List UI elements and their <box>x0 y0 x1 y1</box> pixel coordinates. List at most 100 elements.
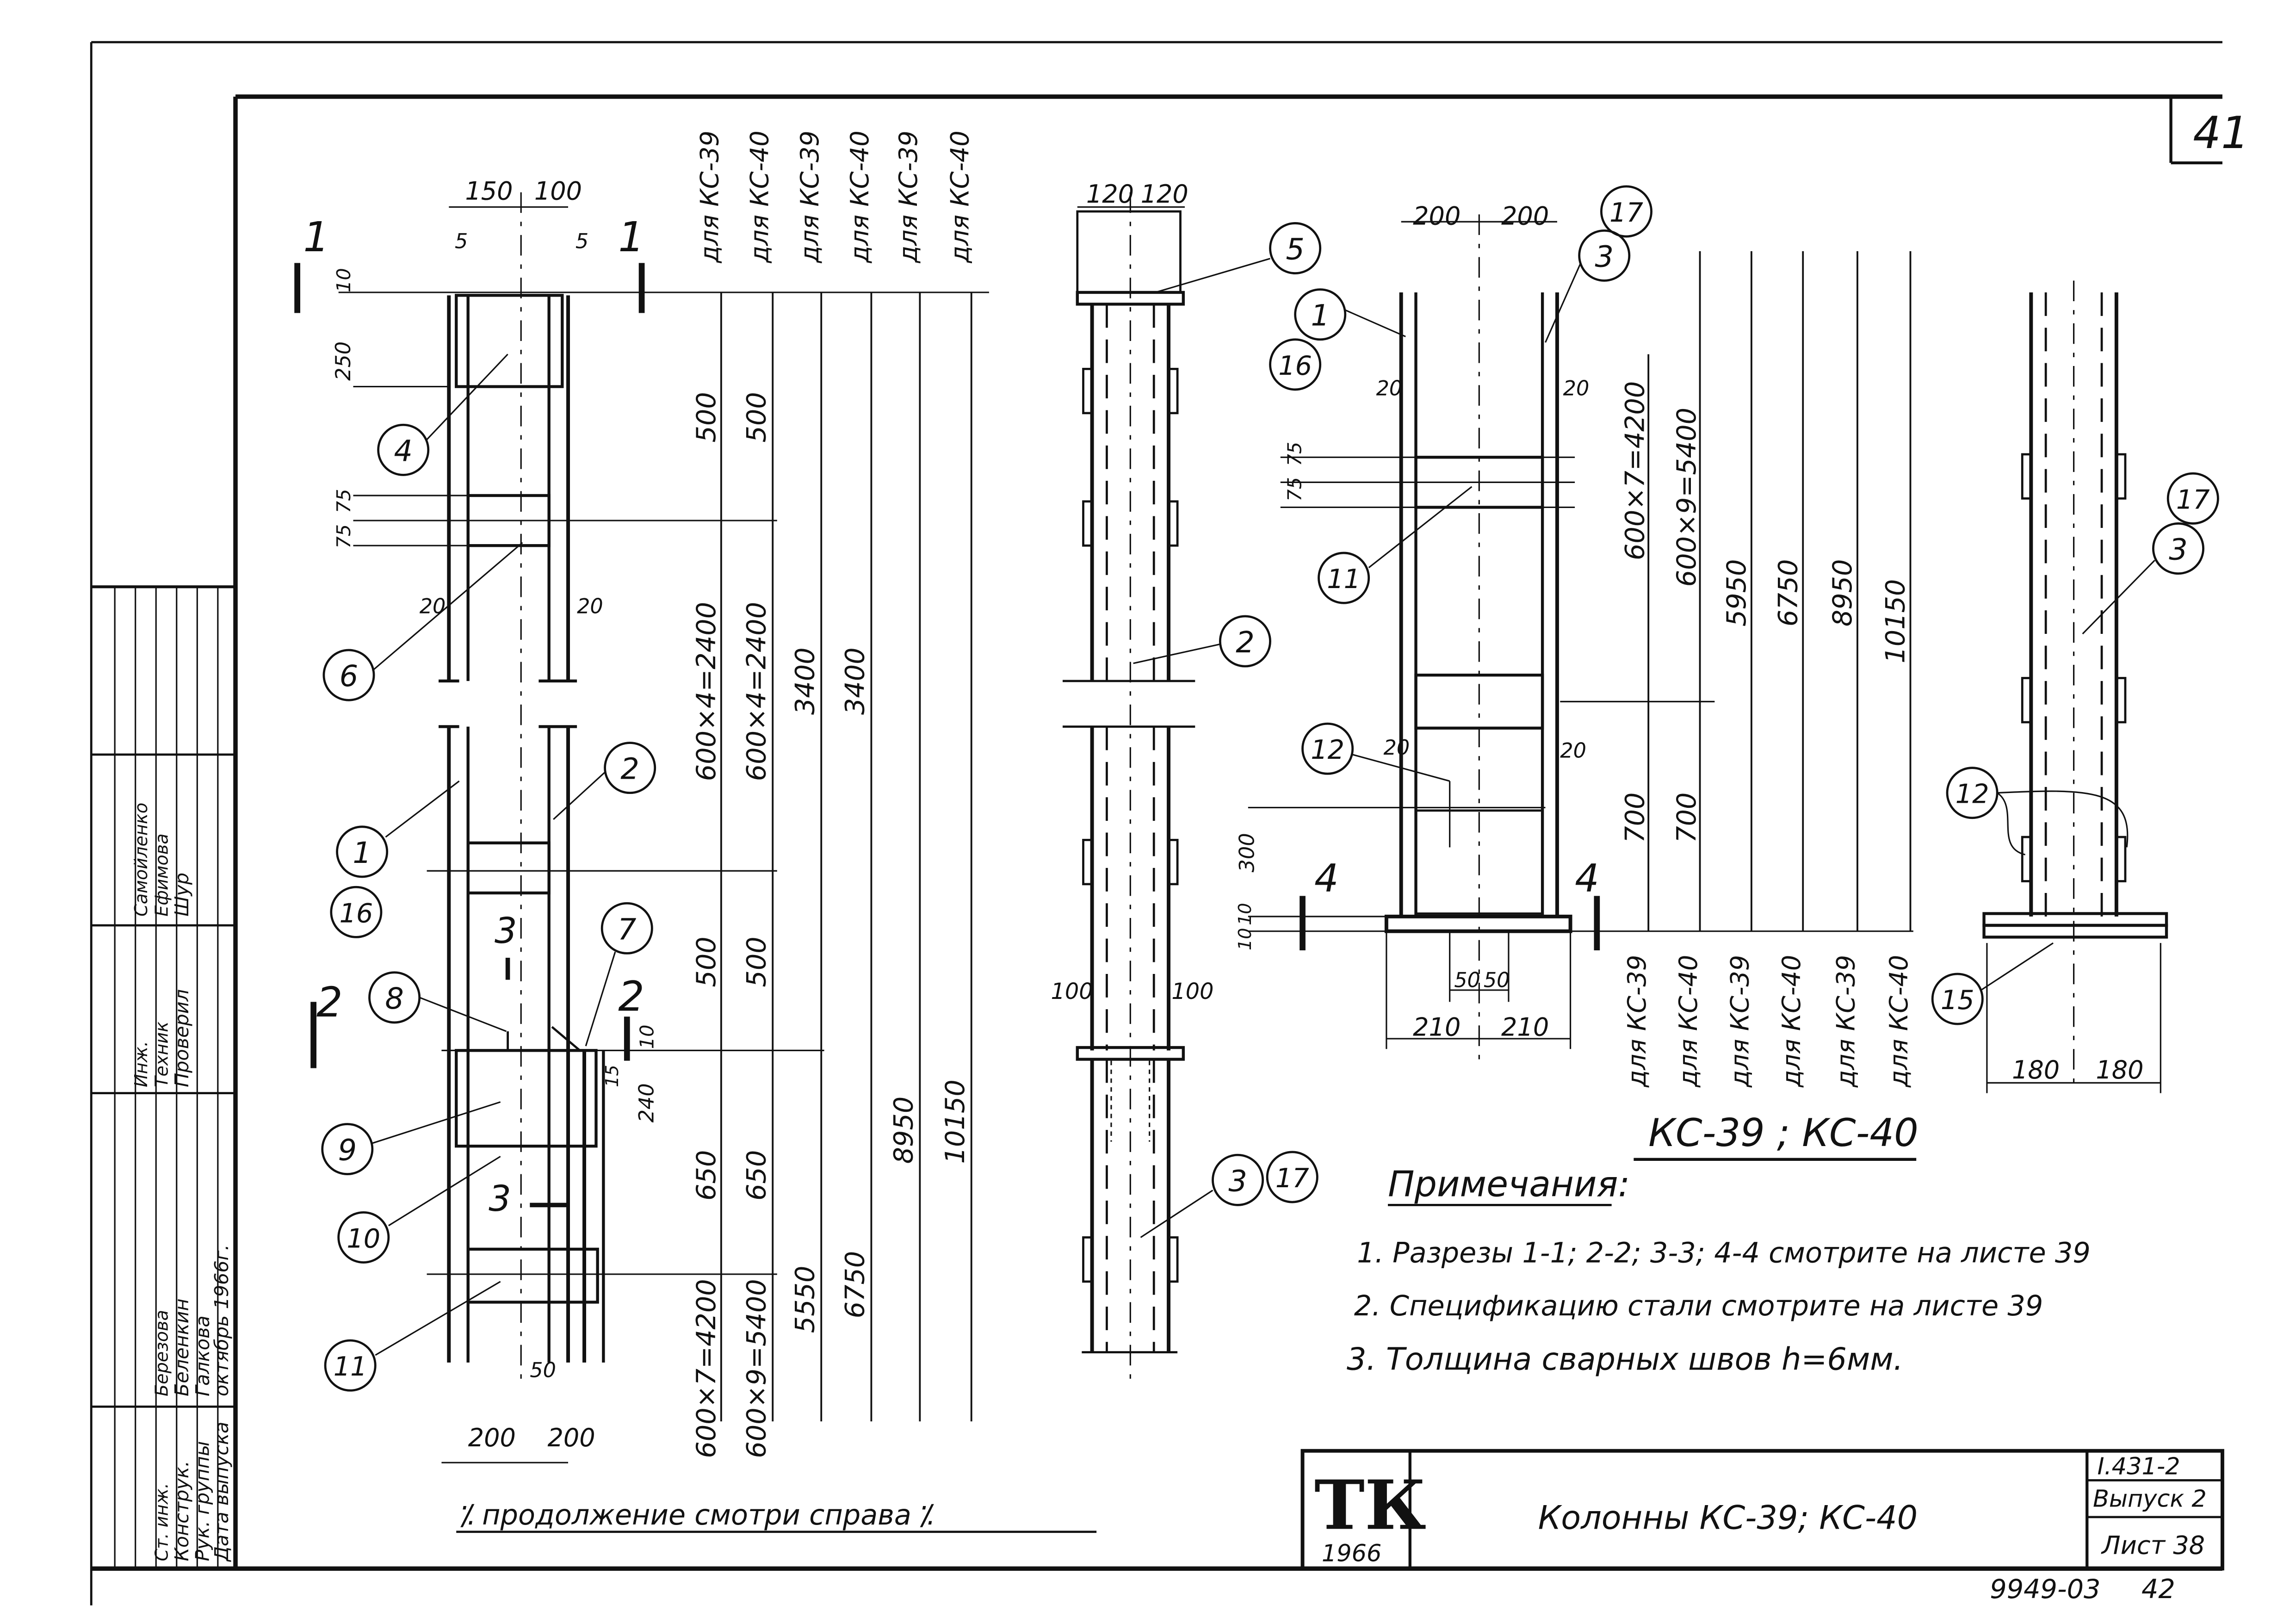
signoff-role-1: Дата выпуска <box>210 1422 233 1562</box>
col-left-3-v1: 3400 <box>789 647 820 715</box>
signoff-name-3: Беленкин <box>171 1298 193 1396</box>
col-right-3-v1: 5950 <box>1721 559 1752 626</box>
col-left-header-1: для КС-39 <box>695 130 724 263</box>
dim-right-s1: 20 <box>1376 377 1403 401</box>
col-left-1-v5: 600×7=4200 <box>691 1279 722 1458</box>
dim-right-s2: 20 <box>1563 377 1590 401</box>
callout-r-12: 12 <box>1311 734 1344 765</box>
dim-small-1: 5 <box>455 229 468 254</box>
col-left-3-v2: 5550 <box>789 1266 820 1333</box>
side-column-view <box>1931 280 2219 1093</box>
col-left-2-v2: 600×4=2400 <box>741 602 772 781</box>
callout-r-11: 11 <box>1327 564 1361 595</box>
left-callouts <box>321 353 656 1392</box>
callout-s-3: 3 <box>2169 533 2187 567</box>
left-dim-columns <box>720 292 972 1422</box>
note-2: 2. Спецификацию стали смотрите на листе … <box>1354 1290 2043 1322</box>
dim-right-s7: 300 <box>1235 833 1259 872</box>
section-marks-left <box>294 263 645 1208</box>
col-left-4-v2: 6750 <box>839 1251 870 1319</box>
callout-7: 7 <box>618 912 636 947</box>
dim-mid-3: 100 <box>1051 979 1093 1004</box>
dim-left-top-1: 150 <box>465 177 513 206</box>
callout-8: 8 <box>385 982 403 1016</box>
dim-small-6: 75 <box>333 524 355 549</box>
dim-small-9: 10 <box>636 1025 658 1049</box>
callout-6: 6 <box>340 659 358 694</box>
dim-small-11: 240 <box>635 1083 659 1122</box>
drawing-subtitle: КС-39 ; КС-40 <box>1648 1110 1918 1155</box>
signoff-name-1: октябрь 1966г. <box>210 1244 233 1396</box>
signoff-name-4: Березова <box>152 1310 173 1396</box>
col-right-header-3: для КС-39 <box>1726 955 1755 1088</box>
right-callouts <box>1269 185 1652 848</box>
col-left-2-v4: 650 <box>741 1150 772 1201</box>
col-right-header-4: для КС-40 <box>1777 955 1806 1088</box>
callout-4: 4 <box>394 434 412 468</box>
signoff-role-4: Ст. инж. <box>152 1483 173 1561</box>
dim-mid-2: 120 <box>1141 180 1188 209</box>
signoff-name-2: Галкова <box>192 1315 214 1396</box>
section-mark-4b: 4 <box>1575 856 1599 901</box>
col-left-5-v1: 8950 <box>888 1097 919 1164</box>
callout-s-17: 17 <box>2176 484 2210 515</box>
dim-right-top-2: 200 <box>1501 202 1549 231</box>
callout-r-3: 3 <box>1595 240 1613 274</box>
callout-s-15: 15 <box>1941 985 1974 1016</box>
col-left-header-3: для КС-39 <box>795 130 824 263</box>
middle-callouts <box>1133 222 1322 1238</box>
callout-11: 11 <box>334 1351 367 1382</box>
col-left-1-v3: 500 <box>691 936 722 987</box>
col-left-6-v1: 10150 <box>940 1079 971 1164</box>
col-left-header-4: для КС-40 <box>845 130 874 263</box>
right-dim-columns <box>1647 251 1912 931</box>
callout-5: 5 <box>1286 232 1304 267</box>
col-right-2-v1: 600×9=5400 <box>1671 408 1702 587</box>
dim-small-12: 50 <box>530 1358 556 1382</box>
dim-right-s11: 50 <box>1484 968 1510 992</box>
col-left-1-v1: 500 <box>691 392 722 442</box>
col-left-2-v3: 500 <box>741 936 772 987</box>
callout-mid-3: 3 <box>1228 1164 1247 1198</box>
signoff-name-6: Ефимова <box>152 833 173 917</box>
sheet-frame <box>90 41 2222 1605</box>
dim-small-3: 10 <box>333 268 355 292</box>
col-right-header-2: для КС-40 <box>1674 955 1703 1088</box>
dim-small-2: 5 <box>576 229 588 254</box>
col-left-header-6: для КС-40 <box>945 130 974 263</box>
section-mark-1a: 1 <box>303 213 329 261</box>
dim-right-s5: 20 <box>1384 736 1410 760</box>
callout-mid-17: 17 <box>1275 1163 1309 1194</box>
dim-right-s4: 75 <box>1283 477 1306 502</box>
dim-left-bottom-1: 200 <box>468 1423 516 1452</box>
dim-small-5: 75 <box>333 489 355 514</box>
note-1: 1. Разрезы 1-1; 2-2; 3-3; 4-4 смотрите н… <box>1357 1237 2091 1270</box>
series-number: I.431-2 <box>2098 1453 2180 1481</box>
signoff-role-6: Техник <box>152 1022 173 1087</box>
corner-sheet-number: 41 <box>2193 107 2249 159</box>
dim-right-top-1: 200 <box>1413 202 1461 231</box>
col-right-1-v2: 700 <box>1620 793 1651 843</box>
signoff-name-5: Самойленко <box>131 803 152 917</box>
dim-side-1: 180 <box>2012 1055 2060 1085</box>
col-left-4-v1: 3400 <box>839 647 870 715</box>
notes-heading: Примечания: <box>1388 1164 1630 1205</box>
dim-small-8: 20 <box>577 595 603 619</box>
callout-mid-2: 2 <box>1236 626 1254 660</box>
note-3: 3. Толщина сварных швов h=6мм. <box>1347 1341 1903 1377</box>
col-right-1-v1: 600×7=4200 <box>1620 381 1651 560</box>
dim-right-s9: 10 <box>1235 928 1256 950</box>
middle-column-view <box>1062 192 1195 1385</box>
signoff-role-7: Проверил <box>171 989 193 1087</box>
logo-year: 1966 <box>1322 1540 1382 1567</box>
dim-mid-4: 100 <box>1171 979 1213 1004</box>
col-left-header-2: для КС-40 <box>745 130 774 263</box>
dim-right-s8: 10 <box>1235 903 1256 925</box>
right-column-view <box>1248 214 1913 1061</box>
callout-r-17: 17 <box>1609 197 1643 228</box>
col-right-header-5: для КС-39 <box>1832 955 1861 1088</box>
drawing-title: Колонны КС-39; КС-40 <box>1538 1499 1918 1537</box>
col-left-1-v2: 600×4=2400 <box>691 602 722 781</box>
signoff-role-2: Рук. группы <box>192 1441 214 1562</box>
